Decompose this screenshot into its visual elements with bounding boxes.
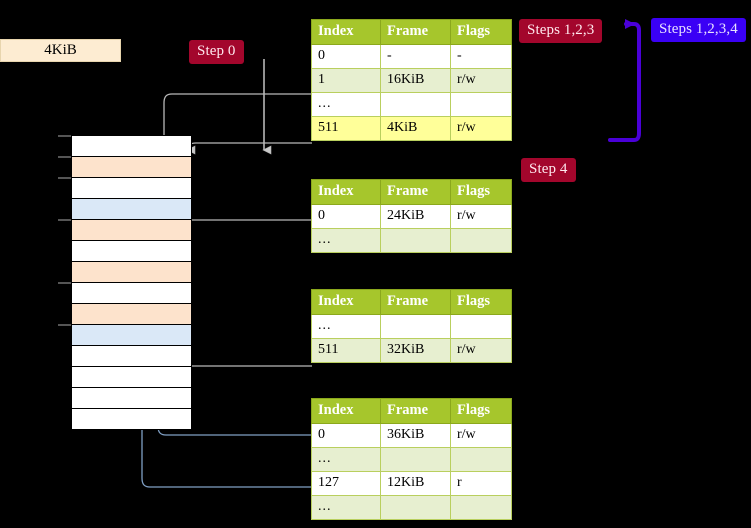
- table-header-flags: Flags: [450, 19, 512, 45]
- memory-frame-row: [72, 282, 191, 303]
- cell-flags: [450, 447, 512, 472]
- table-row: 0--: [311, 44, 512, 69]
- cell-index: ...: [311, 447, 381, 472]
- cell-frame: [380, 447, 451, 472]
- memory-frame-row: [72, 261, 191, 282]
- table-header-index: Index: [311, 289, 381, 315]
- table-header-frame: Frame: [380, 19, 451, 45]
- cell-frame: -: [380, 44, 451, 69]
- cell-flags: r/w: [450, 338, 512, 363]
- cell-flags: [450, 92, 512, 117]
- memory-frame-row: [72, 135, 191, 156]
- badge-step-0: Step 0: [189, 40, 244, 64]
- table-row: ...: [311, 447, 512, 472]
- table-row: ...: [311, 495, 512, 520]
- table-header-frame: Frame: [380, 289, 451, 315]
- table-header-flags: Flags: [450, 289, 512, 315]
- memory-frame-row: [72, 156, 191, 177]
- memory-frame-row: [72, 345, 191, 366]
- table-header-flags: Flags: [450, 398, 512, 424]
- frame-tick: [58, 282, 72, 284]
- wire-t1-511-stub: [187, 142, 312, 151]
- wire-t2-0: [181, 219, 312, 272]
- cell-frame: [380, 228, 451, 253]
- memory-frame-row: [72, 219, 191, 240]
- cell-frame: 4KiB: [380, 116, 451, 141]
- cell-flags: r: [450, 471, 512, 496]
- wire-t3-511: [181, 318, 312, 367]
- table-header-flags: Flags: [450, 179, 512, 205]
- frame-tick: [58, 219, 72, 221]
- cell-flags: r/w: [450, 423, 512, 448]
- table-row: ...: [311, 228, 512, 253]
- frame-tick: [58, 324, 72, 326]
- steps-bracket-arrow: [608, 19, 641, 142]
- badge-steps-123: Steps 1,2,3: [519, 19, 603, 43]
- badge-steps-1234: Steps 1,2,3,4: [651, 18, 746, 42]
- table-row: ...: [311, 92, 512, 117]
- frame-size-text: 4KiB: [44, 42, 77, 58]
- table-header-frame: Frame: [380, 179, 451, 205]
- cell-index: 1: [311, 68, 381, 93]
- cell-frame: [380, 92, 451, 117]
- cell-index: 511: [311, 116, 381, 141]
- cell-index: ...: [311, 314, 381, 339]
- cell-flags: [450, 228, 512, 253]
- cell-index: 511: [311, 338, 381, 363]
- cell-frame: 24KiB: [380, 204, 451, 229]
- cell-index: ...: [311, 228, 381, 253]
- cell-frame: 16KiB: [380, 68, 451, 93]
- physical-memory-column: [71, 135, 192, 430]
- wire-t1-1: [163, 93, 312, 232]
- cell-flags: [450, 495, 512, 520]
- cell-index: 0: [311, 44, 381, 69]
- cell-frame: 32KiB: [380, 338, 451, 363]
- frame-size-label: 4KiB: [0, 39, 121, 62]
- cell-index: 127: [311, 471, 381, 496]
- cell-index: 0: [311, 423, 381, 448]
- frame-tick: [58, 156, 72, 158]
- table-header-index: Index: [311, 398, 381, 424]
- memory-frame-row: [72, 387, 191, 408]
- cell-index: ...: [311, 92, 381, 117]
- memory-frame-row: [72, 324, 191, 345]
- table-header-index: Index: [311, 179, 381, 205]
- badge-step-4: Step 4: [521, 158, 576, 182]
- cell-flags: r/w: [450, 204, 512, 229]
- wire-t4-127: [141, 222, 480, 488]
- cell-index: 0: [311, 204, 381, 229]
- cell-flags: r/w: [450, 68, 512, 93]
- memory-frame-row: [72, 408, 191, 429]
- cell-frame: [380, 314, 451, 339]
- memory-frame-row: [72, 177, 191, 198]
- memory-frame-row: [72, 303, 191, 324]
- memory-frame-row: [72, 366, 191, 387]
- cell-frame: 12KiB: [380, 471, 451, 496]
- cell-index: ...: [311, 495, 381, 520]
- cell-flags: r/w: [450, 116, 512, 141]
- table-header-frame: Frame: [380, 398, 451, 424]
- cell-frame: [380, 495, 451, 520]
- memory-frame-row: [72, 240, 191, 261]
- cell-flags: -: [450, 44, 512, 69]
- frame-tick: [58, 177, 72, 179]
- cell-flags: [450, 314, 512, 339]
- cell-frame: 36KiB: [380, 423, 451, 448]
- frame-tick: [58, 135, 72, 137]
- table-row: ...: [311, 314, 512, 339]
- table-header-index: Index: [311, 19, 381, 45]
- memory-frame-row: [72, 198, 191, 219]
